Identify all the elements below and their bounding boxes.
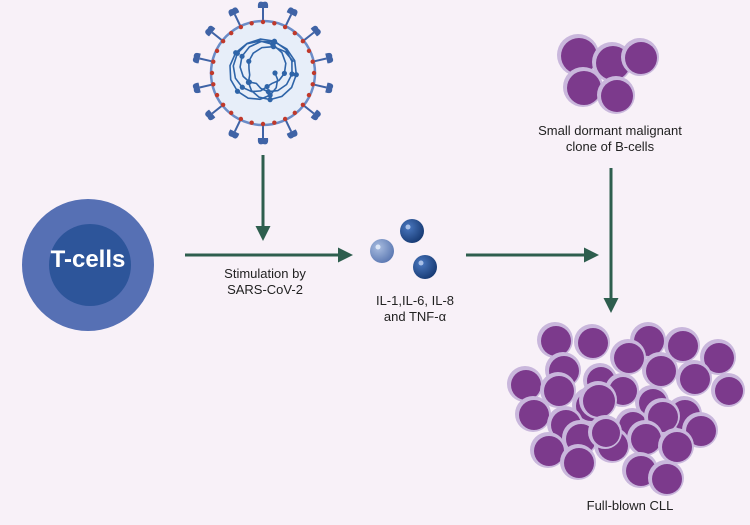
cytokine-particle-icon <box>370 219 437 279</box>
cytokines-label-line-1: IL-1,IL-6, IL-8 <box>375 293 455 308</box>
cytokines-label-line-2: and TNF-α <box>383 309 447 324</box>
clone-label: Small dormant malignant clone of B-cells <box>510 123 710 155</box>
cll-label: Full-blown CLL <box>580 498 680 514</box>
stimulation-label-line-2: SARS-CoV-2 <box>227 282 303 297</box>
full-blown-cll-mass <box>507 322 745 496</box>
stimulation-label-line-1: Stimulation by <box>224 266 306 281</box>
sars-cov-2-virus-icon <box>192 1 334 145</box>
stimulation-label: Stimulation by SARS-CoV-2 <box>195 266 335 298</box>
t-cell-icon <box>22 199 154 331</box>
clone-label-line-2: clone of B-cells <box>565 139 655 154</box>
t-cells-label: T-cells <box>50 246 126 273</box>
malignant-b-cell-clone <box>557 34 659 114</box>
cll-label-text: Full-blown CLL <box>586 498 674 513</box>
clone-label-line-1: Small dormant malignant <box>538 123 682 138</box>
cytokines-label: IL-1,IL-6, IL-8 and TNF-α <box>350 293 480 325</box>
